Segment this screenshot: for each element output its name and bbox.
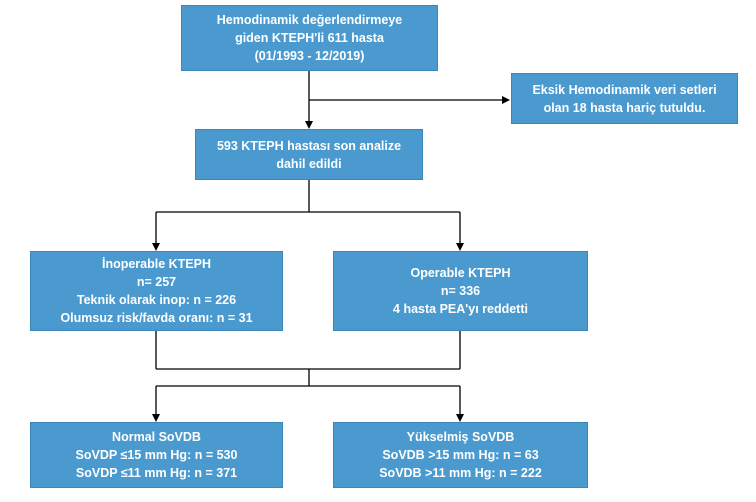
inoperable-title: İnoperable KTEPH [101, 257, 212, 271]
start-box: Hemodinamik değerlendirmeye giden KTEPH'… [181, 5, 438, 71]
inoperable-box: İnoperable KTEPH n= 257 Teknik olarak in… [30, 251, 283, 331]
arrowhead-elevated [456, 414, 464, 422]
included-box: 593 KTEPH hastası son analize dahil edil… [195, 129, 423, 180]
arrowhead-inoperable [152, 243, 160, 251]
normal-15: SoVDP ≤15 mm Hg: n = 530 [75, 448, 238, 462]
arrowhead-excluded [502, 96, 510, 104]
inoperable-technical: Teknik olarak inop: n = 226 [76, 293, 237, 307]
normal-11: SoVDP ≤11 mm Hg: n = 371 [75, 466, 238, 480]
elevated-box: Yükselmiş SoVDB SoVDB >15 mm Hg: n = 63 … [333, 422, 588, 488]
elevated-15: SoVDB >15 mm Hg: n = 63 [382, 448, 539, 462]
normal-box: Normal SoVDB SoVDP ≤15 mm Hg: n = 530 So… [30, 422, 283, 488]
arrowhead-included [305, 121, 313, 129]
operable-title: Operable KTEPH [410, 266, 511, 280]
excluded-line-1: Eksik Hemodinamik veri setleri [532, 82, 717, 97]
excluded-box: Eksik Hemodinamik veri setleri olan 18 h… [511, 73, 738, 124]
excluded-line-2: olan 18 hasta hariç tutuldu. [543, 100, 706, 115]
start-line-1: Hemodinamik değerlendirmeye [216, 13, 403, 27]
elevated-11: SoVDB >11 mm Hg: n = 222 [379, 466, 542, 480]
inoperable-risk-benefit: Olumsuz risk/favda oranı: n = 31 [60, 311, 253, 325]
operable-box: Operable KTEPH n= 336 4 hasta PEA'yı red… [333, 251, 588, 331]
normal-title: Normal SoVDB [112, 430, 201, 444]
elevated-title: Yükselmiş SoVDB [406, 430, 515, 444]
included-line-1: 593 KTEPH hastası son analize [216, 138, 402, 153]
operable-refused: 4 hasta PEA'yı reddetti [393, 302, 528, 316]
start-line-3: (01/1993 - 12/2019) [254, 49, 365, 63]
operable-count: n= 336 [440, 284, 481, 298]
inoperable-count: n= 257 [136, 275, 177, 289]
arrowhead-normal [152, 414, 160, 422]
start-line-2: giden KTEPH'li 611 hasta [235, 31, 384, 45]
arrowhead-operable [456, 243, 464, 251]
included-line-2: dahil edildi [276, 156, 342, 171]
